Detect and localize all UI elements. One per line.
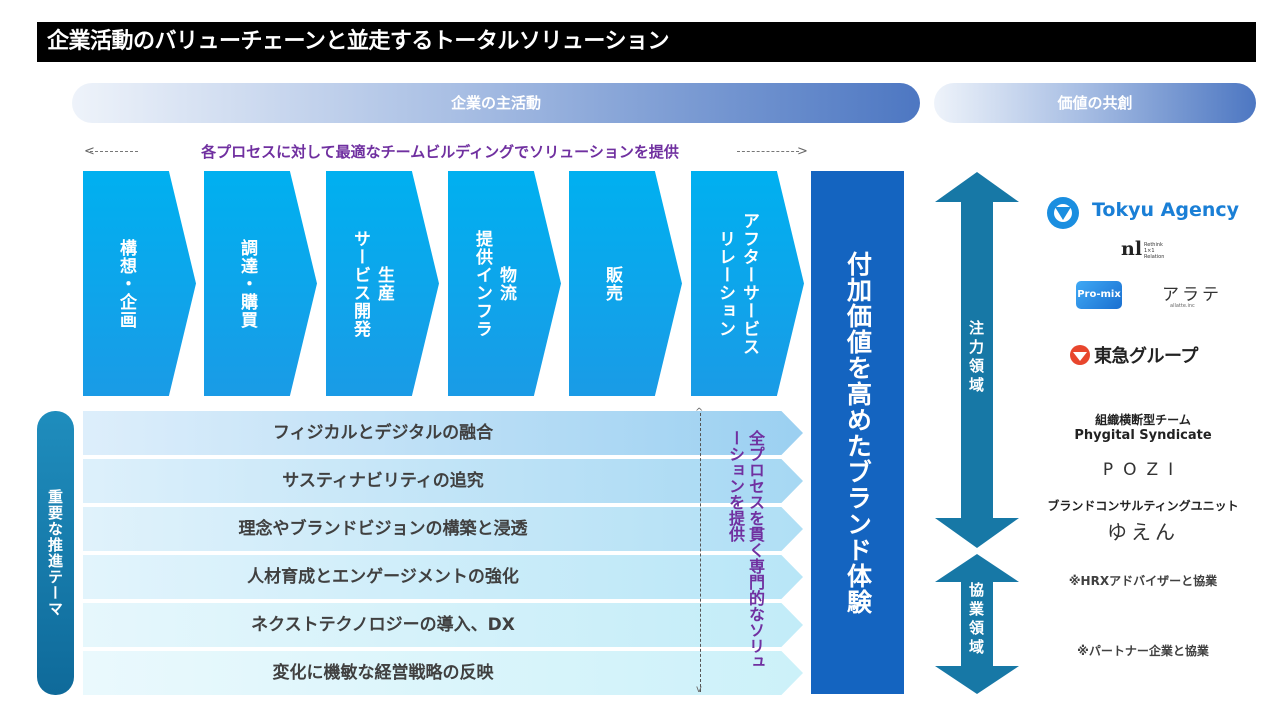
theme-row: 変化に機敏な経営戦略の反映 — [83, 651, 803, 695]
yuen-logo: ゆえん — [1107, 520, 1179, 544]
arate-logo: アラテ — [1162, 285, 1222, 305]
dashed-arrow-right — [737, 151, 799, 152]
process-label-line2: リレーション — [715, 229, 735, 338]
nl-caption-line: Relation — [1144, 254, 1165, 260]
brand-experience-label: 付加価値を高めたブランド体験 — [843, 250, 873, 615]
consulting-unit-label: ブランドコンサルティングユニット — [1047, 499, 1239, 513]
cross-process-note: 全プロセスを貫く専門的なソリューションを提供 — [726, 430, 765, 670]
tokyu-group-logo: 東急グループ — [1094, 346, 1198, 367]
process-chevron-sales: 販売 — [569, 171, 682, 396]
syndicate-line2: Phygital Syndicate — [1074, 428, 1212, 443]
process-chevron-logistics: 物流 提供インフラ — [448, 171, 561, 396]
nl-logo: nl — [1121, 238, 1143, 260]
themes-label: 重要な推進テーマ — [46, 489, 64, 617]
process-label: 構想・企画 — [116, 238, 136, 329]
process-label: 販売 — [602, 265, 622, 302]
vertical-arrow-down-head-icon: v — [696, 684, 702, 695]
process-label-line1: 生産 — [374, 265, 394, 302]
tokyu-agency-logo: Tokyu Agency — [1092, 199, 1240, 221]
dashed-arrow-left-head-icon: < — [84, 144, 95, 159]
collab-area-label: 協業領域 — [967, 582, 985, 658]
main-activities-header: 企業の主活動 — [72, 83, 920, 123]
process-chevron-planning: 構想・企画 — [83, 171, 196, 396]
page-title: 企業活動のバリューチェーンと並走するトータルソリューション — [47, 29, 669, 54]
tokyu-agency-emblem-icon — [1047, 197, 1079, 229]
double-arrows-graphic — [935, 172, 1019, 694]
theme-row: ネクストテクノロジーの導入、DX — [83, 603, 803, 647]
theme-label: フィジカルとデジタルの融合 — [272, 423, 494, 443]
themes-side-label: 重要な推進テーマ — [37, 411, 74, 695]
syndicate-line1: 組織横断型チーム — [1095, 413, 1191, 427]
process-label-line1: アフターサービス — [739, 211, 759, 356]
collab-area-arrow — [935, 554, 1019, 694]
brand-experience-box: 付加価値を高めたブランド体験 — [811, 171, 904, 694]
focus-area-arrow — [935, 172, 1019, 548]
focus-area-label: 注力領域 — [967, 320, 985, 396]
partner-note: ※パートナー企業と協業 — [1077, 644, 1209, 658]
theme-row: 人材育成とエンゲージメントの強化 — [83, 555, 803, 599]
process-label-line2: 提供インフラ — [472, 229, 492, 338]
theme-row: フィジカルとデジタルの融合 — [83, 411, 803, 455]
process-label-line2: サービス開発 — [350, 229, 370, 338]
theme-label: 理念やブランドビジョンの構築と浸透 — [238, 519, 528, 539]
process-chevron-production: 生産 サービス開発 — [326, 171, 439, 396]
theme-label: 人材育成とエンゲージメントの強化 — [247, 567, 519, 587]
value-cocreation-header: 価値の共創 — [934, 83, 1256, 123]
theme-label: 変化に機敏な経営戦略の反映 — [272, 663, 494, 683]
promix-logo: Pro-mix — [1076, 281, 1122, 309]
banner-note: 各プロセスに対して最適なチームビルディングでソリューションを提供 — [201, 143, 679, 161]
pozi-logo: POZI — [1102, 460, 1184, 480]
vertical-arrow-up-head-icon: ^ — [695, 407, 704, 418]
dashed-arrow-right-head-icon: > — [797, 144, 808, 159]
process-label: 調達・購買 — [237, 238, 257, 329]
arate-caption: allatte.inc — [1170, 303, 1195, 309]
process-chevron-aftersales: アフターサービス リレーション — [691, 171, 804, 396]
theme-label: サスティナビリティの追究 — [282, 471, 484, 491]
tokyu-group-emblem-icon — [1070, 345, 1090, 365]
theme-row: 理念やブランドビジョンの構築と浸透 — [83, 507, 803, 551]
nl-caption-line: Rethink — [1144, 242, 1163, 248]
title-bar: 企業活動のバリューチェーンと並走するトータルソリューション — [37, 22, 1256, 62]
theme-label: ネクストテクノロジーの導入、DX — [251, 615, 515, 635]
theme-row: サスティナビリティの追究 — [83, 459, 803, 503]
hrx-note: ※HRXアドバイザーと協業 — [1068, 574, 1218, 588]
process-label-line1: 物流 — [496, 265, 516, 302]
nl-logo-caption: Rethink 1×1 Relation — [1144, 242, 1164, 260]
cross-process-dashed-line — [700, 413, 701, 692]
nl-caption-line: 1×1 — [1144, 248, 1155, 254]
process-chevron-procurement: 調達・購買 — [204, 171, 317, 396]
dashed-arrow-left — [90, 151, 138, 152]
